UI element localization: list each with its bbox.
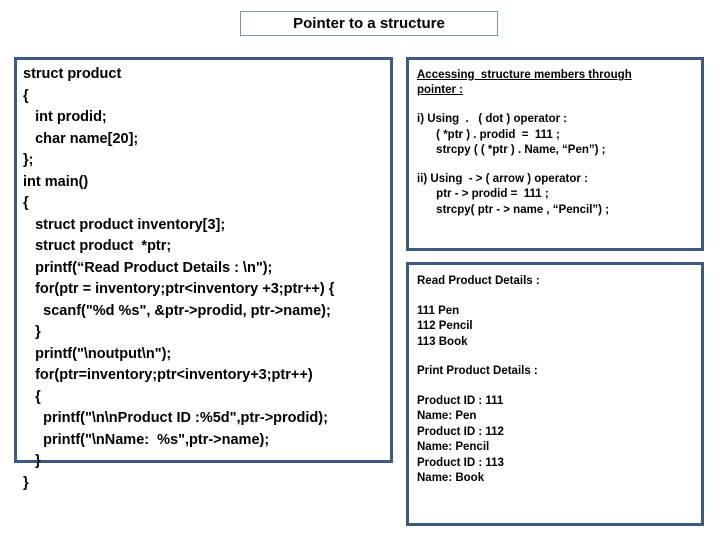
spacer — [417, 159, 701, 172]
read-details-header: Read Product Details : — [417, 275, 540, 287]
code-line: struct product inventory[3]; — [23, 216, 226, 233]
code-line: for(ptr=inventory;ptr<inventory+3;ptr++) — [23, 367, 313, 383]
code-line: struct product — [23, 66, 122, 82]
read-details-row: 113 Book — [417, 335, 468, 348]
code-line: }; — [23, 152, 34, 168]
code-line: { — [23, 195, 29, 211]
code-line: { — [23, 388, 41, 405]
code-line: int main() — [23, 173, 89, 190]
dot-operator-line: strcpy ( ( *ptr ) . Name, “Pen”) ; — [417, 144, 606, 156]
spacer — [417, 290, 701, 304]
arrow-operator-title: ii) Using - > ( arrow ) operator : — [417, 172, 588, 185]
print-details-header: Print Product Details : — [417, 365, 538, 377]
accessing-members-panel: Accessing structure members through poin… — [406, 57, 704, 251]
spacer — [417, 380, 701, 394]
print-details-row: Product ID : 112 — [417, 425, 504, 438]
print-details-row: Product ID : 111 — [417, 394, 504, 407]
arrow-operator-line: ptr - > prodid = 111 ; — [417, 188, 549, 200]
print-details-row: Product ID : 113 — [417, 456, 504, 469]
program-output-panel: Read Product Details : 111 Pen 112 Penci… — [406, 262, 704, 526]
page-title: Pointer to a structure — [293, 15, 445, 32]
spacer — [417, 350, 701, 364]
code-panel: struct product { int prodid; char name[2… — [14, 57, 393, 491]
code-line: { — [23, 87, 29, 104]
dot-operator-line: ( *ptr ) . prodid = 111 ; — [417, 128, 560, 141]
code-line: scanf("%d %s", &ptr->prodid, ptr->name); — [23, 302, 331, 319]
dot-operator-title: i) Using . ( dot ) operator : — [417, 113, 568, 125]
code-line: char name[20]; — [23, 130, 139, 147]
code-line: } — [23, 453, 41, 469]
print-details-row: Name: Pen — [417, 410, 477, 422]
slide-title-box: Pointer to a structure — [240, 11, 498, 36]
access-heading-line-1: Accessing structure members through — [417, 69, 632, 81]
code-line: printf("\n\nProduct ID :%5d",ptr->prodid… — [23, 410, 328, 426]
code-line: int prodid; — [23, 109, 107, 125]
code-line: printf(“Read Product Details : \n"); — [23, 259, 273, 276]
code-line: for(ptr = inventory;ptr<inventory +3;ptr… — [23, 281, 335, 297]
code-line: printf("\nName: %s",ptr->name); — [23, 431, 270, 448]
read-details-row: 112 Pencil — [417, 320, 473, 332]
arrow-operator-line: strcpy( ptr - > name , “Pencil”) ; — [417, 203, 610, 216]
spacer — [417, 98, 701, 112]
code-line: } — [23, 324, 41, 340]
code-line: struct product *ptr; — [23, 238, 172, 254]
code-line: } — [23, 474, 29, 491]
access-heading-line-2: pointer : — [417, 84, 463, 96]
print-details-row: Name: Book — [417, 472, 485, 484]
read-details-row: 111 Pen — [417, 304, 460, 317]
code-line: printf("\noutput\n"); — [23, 345, 172, 362]
print-details-row: Name: Pencil — [417, 441, 490, 453]
